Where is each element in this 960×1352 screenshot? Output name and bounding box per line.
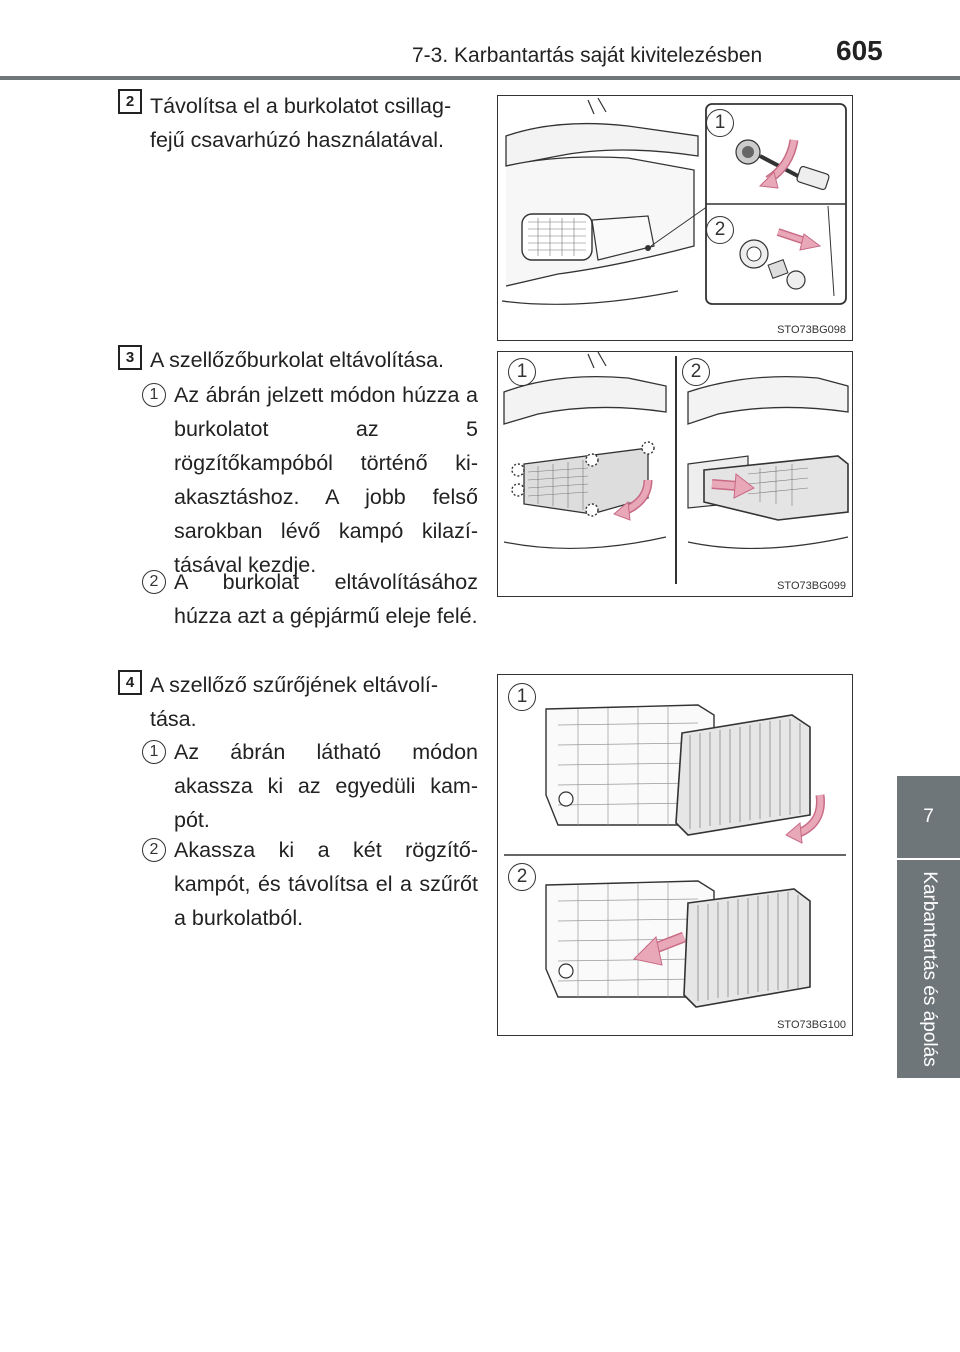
chapter-title: Karbantartás és ápolás (918, 871, 940, 1067)
substep-text: A burkolat eltávolításához húzza azt a g… (174, 570, 478, 628)
step-badge: 2 (118, 89, 142, 114)
step-badge: 3 (118, 345, 142, 370)
figure-callout: 1 (508, 358, 536, 386)
figure-callout: 1 (706, 109, 734, 137)
figure-code: STO73BG099 (777, 580, 846, 592)
step-text: A szellőzőburkolat eltávolítása. (150, 348, 444, 372)
figure-screw-removal: 1 2 STO73BG098 (497, 95, 853, 341)
substep-text: Az ábrán látható módon akassza ki az egy… (174, 740, 478, 832)
figure-code: STO73BG098 (777, 324, 846, 336)
figure-callout: 1 (508, 683, 536, 711)
header-rule (0, 76, 960, 80)
substep-number: 2 (142, 838, 166, 862)
chapter-tab: 7 (897, 776, 960, 858)
substep-text: Az ábrán jelzett módon húzza a burkolato… (174, 383, 478, 577)
step-badge: 4 (118, 670, 142, 695)
illustration (503, 352, 849, 584)
figure-callout: 2 (682, 358, 710, 386)
substep-text: Akassza ki a két rögzítő-kampót, és távo… (174, 838, 478, 930)
illustration (504, 704, 846, 1008)
figure-callout: 2 (706, 216, 734, 244)
chapter-label-tab: Karbantartás és ápolás (897, 860, 960, 1078)
substep-number: 2 (142, 570, 166, 594)
figure-callout: 2 (508, 863, 536, 891)
step-text-line: A szellőző szűrőjének eltávolí- (150, 673, 439, 697)
substep-number: 1 (142, 383, 166, 407)
step-text: A szellőző szűrőjének eltávolí- tása. (150, 668, 480, 736)
illustration (501, 97, 847, 305)
figure-cover-removal: 1 2 STO73BG099 (497, 351, 853, 597)
page-number: 605 (836, 35, 883, 66)
step-text-line: tása. (150, 707, 197, 731)
figure-filter-removal: 1 2 STO73BG100 (497, 674, 853, 1036)
step-text-line: Távolítsa el a burkolatot csillag- (150, 94, 452, 118)
step-text: Távolítsa el a burkolatot csillag- fejű … (150, 89, 480, 157)
substep-number: 1 (142, 740, 166, 764)
step-text-line: fejű csavarhúzó használatával. (150, 128, 445, 152)
figure-code: STO73BG100 (777, 1019, 846, 1031)
section-header: 7-3. Karbantartás saját kivitelezésben (412, 44, 763, 67)
